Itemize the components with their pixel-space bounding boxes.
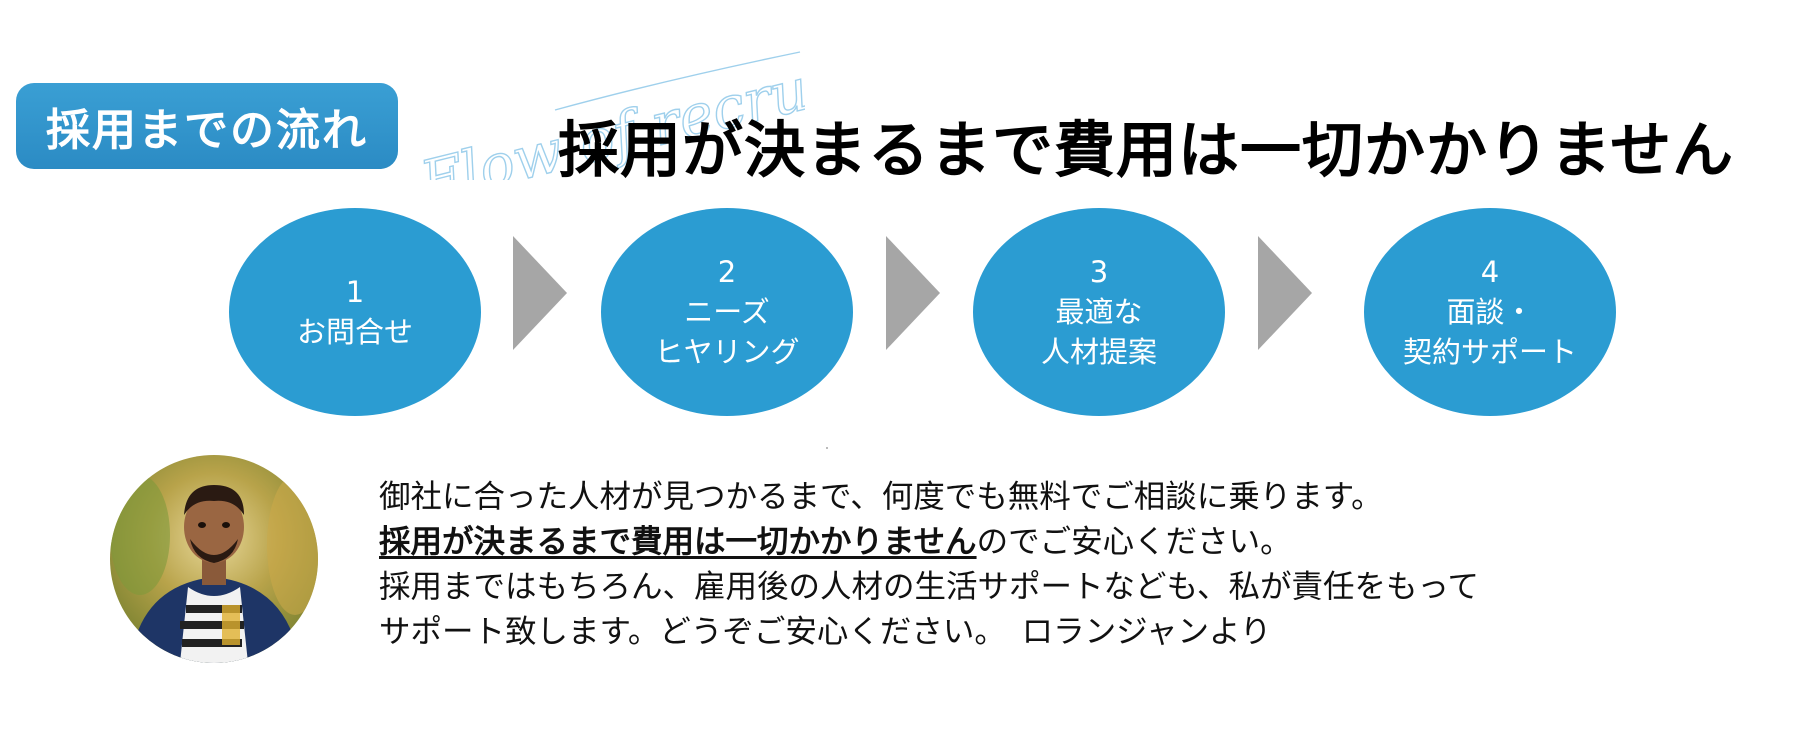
step-1-number: 1 — [345, 275, 365, 309]
message-line-3: 採用まではもちろん、雇用後の人材の生活サポートなども、私が責任をもって — [379, 569, 1479, 605]
avatar — [110, 455, 318, 663]
arrow-right-icon — [513, 236, 567, 350]
step-3-circle: 3 最適な 人材提案 — [973, 208, 1225, 416]
message-emphasis: 採用が決まるまで費用は一切かかりません — [379, 524, 977, 560]
script-flourish — [554, 51, 801, 111]
step-1-label-line-1: お問合せ — [296, 315, 413, 349]
section-badge: 採用までの流れ — [16, 83, 398, 169]
message-line-2: 採用が決まるまで費用は一切かかりませんのでご安心ください。 — [379, 520, 1479, 565]
step-4-label-line-1: 面談・ — [1446, 295, 1534, 329]
decorative-dot — [826, 447, 828, 449]
step-4-label-line-2: 契約サポート — [1402, 335, 1577, 369]
step-2-label-line-1: ニーズ — [684, 295, 770, 329]
step-3-label-line-1: 最適な — [1055, 295, 1143, 329]
step-3-label-line-2: 人材提案 — [1040, 335, 1157, 369]
step-2-number: 2 — [717, 255, 737, 289]
step-2-circle: 2 ニーズ ヒヤリング — [601, 208, 853, 416]
step-3-number: 3 — [1089, 255, 1109, 289]
message-line-2-rest: のでご安心ください。 — [976, 524, 1292, 560]
headline: 採用が決まるまで費用は一切かかりません — [558, 115, 1735, 186]
step-4-number: 4 — [1480, 255, 1500, 289]
step-1-circle: 1 お問合せ — [229, 208, 481, 416]
arrow-right-icon — [1258, 236, 1312, 350]
message-block: 御社に合った人材が見つかるまで、何度でも無料でご相談に乗ります。 採用が決まるま… — [379, 475, 1479, 655]
message-line-1: 御社に合った人材が見つかるまで、何度でも無料でご相談に乗ります。 — [379, 479, 1383, 515]
step-2-label-line-2: ヒヤリング — [654, 335, 800, 369]
message-line-4: サポート致します。どうぞご安心ください。 ロランジャンより — [379, 614, 1272, 650]
step-4-circle: 4 面談・ 契約サポート — [1364, 208, 1616, 416]
arrow-right-icon — [886, 236, 940, 350]
person-photo-icon — [110, 455, 318, 663]
script-title-decoration: Flow of recruitment — [413, 40, 805, 180]
